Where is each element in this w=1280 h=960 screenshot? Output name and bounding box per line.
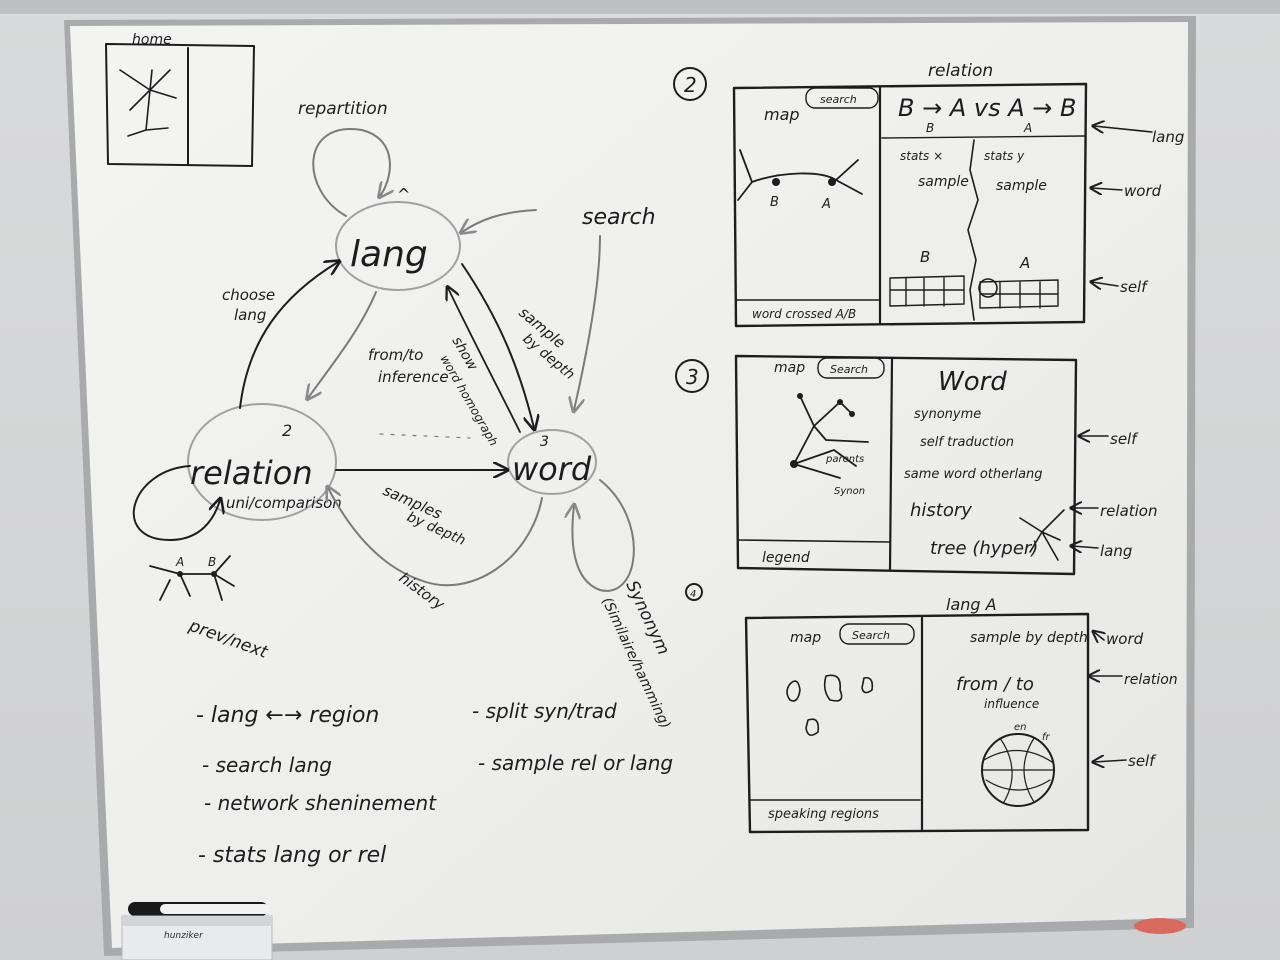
panel2-map: map <box>764 105 800 124</box>
panel3-line-2: same word otherlang <box>904 467 1043 482</box>
panel2-footer: word crossed A/B <box>752 307 856 321</box>
eraser-brand: hunziker <box>164 931 204 941</box>
lang-number: ^ <box>397 185 410 204</box>
panel2-node-A: A <box>821 197 831 212</box>
note-left-2: - network sheninement <box>204 791 437 815</box>
panel2-search: search <box>820 93 857 106</box>
panel3-title: Word <box>938 367 1007 397</box>
edge-from-to-2: inference <box>378 368 449 386</box>
panel2-stats-left: stats × <box>900 149 943 163</box>
note-right-0: - split syn/trad <box>472 699 617 723</box>
panel2-number: 2 <box>684 73 697 97</box>
panel2-header: B → A vs A → B <box>898 94 1076 122</box>
panel4-map: map <box>790 630 821 646</box>
panel-word: 3 map Search parents Synon legend Word s… <box>675 354 1158 576</box>
panel4-sample: sample by depth <box>970 630 1088 646</box>
whiteboard <box>70 22 1188 948</box>
marker-tray: hunziker <box>121 902 1186 960</box>
relation-bubble <box>187 403 337 521</box>
panel4-search: Search <box>852 629 890 642</box>
panel3-line-0: synonyme <box>914 407 981 422</box>
note-right-1: - sample rel or lang <box>478 751 673 775</box>
panel3-line-3: history <box>910 500 972 521</box>
panel4-side-annotations: word relation self <box>1090 630 1178 770</box>
panel-relation: 2 relation map search B A word crossed A… <box>673 61 1184 328</box>
edge-search: search <box>582 205 656 230</box>
panel3-side-lang: lang <box>1100 542 1132 560</box>
panel2-sample-right: sample <box>996 178 1047 194</box>
panel3-number: 3 <box>686 365 699 389</box>
panel3-parents: parents <box>825 454 864 465</box>
panel4-fromto-2: influence <box>984 697 1039 711</box>
notes-left: - lang ←→ region - search lang - network… <box>196 703 437 868</box>
panel2-side-lang: lang <box>1152 128 1184 146</box>
magnet-red <box>1134 918 1186 934</box>
lang-bubble <box>335 201 461 291</box>
panel2-title: relation <box>928 61 993 81</box>
panel2-B-small: B <box>926 121 934 135</box>
relation-state: relation <box>190 454 313 492</box>
panel-lang: lang A map Search speaking regions sampl… <box>744 595 1178 834</box>
panel3-footer: legend <box>762 550 810 566</box>
panel2-A-bottom: A <box>1019 254 1030 272</box>
prev-next-A: A <box>175 555 184 569</box>
panel2-sample-left: sample <box>918 174 969 190</box>
edge-from-to-1: from/to <box>368 346 423 364</box>
note-left-1: - search lang <box>202 753 332 777</box>
panel4-side-word: word <box>1106 630 1144 648</box>
word-number: 3 <box>540 434 549 450</box>
note-left-0: - lang ←→ region <box>196 703 379 728</box>
panel3-side-self: self <box>1110 430 1139 448</box>
panel3-search: Search <box>830 363 868 376</box>
edge-number-four: 4 <box>690 589 696 600</box>
lang-state: lang <box>350 234 428 275</box>
panel4-title: lang A <box>946 595 997 614</box>
panel4-footer: speaking regions <box>768 807 879 822</box>
panel2-B-bottom: B <box>920 248 930 266</box>
panel2-stats-right: stats y <box>984 149 1025 163</box>
panel2-side-word: word <box>1124 182 1162 200</box>
panel4-en: en <box>1014 722 1027 733</box>
panel3-side-relation: relation <box>1100 502 1158 520</box>
panel2-side-self: self <box>1120 278 1149 296</box>
panel3-line-1: self traduction <box>920 435 1014 450</box>
panel3-side-annotations: self relation lang <box>1072 430 1158 560</box>
panel3-synon: Synon <box>834 486 865 497</box>
panel3-line-4: tree (hyper) <box>930 538 1038 559</box>
panel2-A-small: A <box>1023 121 1032 135</box>
edge-choose-lang-2: lang <box>234 306 266 324</box>
notes-right: - split syn/trad - sample rel or lang <box>472 699 673 775</box>
panel3-map: map <box>774 360 805 376</box>
panel4-fr: fr <box>1042 732 1051 743</box>
edge-choose-lang-1: choose <box>222 286 275 304</box>
home-thumbnail: home <box>105 32 255 167</box>
word-state: word <box>512 450 592 488</box>
relation-subtitle: uni/comparison <box>226 494 342 512</box>
top-rail <box>0 0 1280 14</box>
edge-repartition: repartition <box>298 99 388 119</box>
panel2-node-B: B <box>770 195 779 210</box>
panel4-side-relation: relation <box>1124 672 1178 688</box>
panel4-side-self: self <box>1128 752 1157 770</box>
note-left-3: - stats lang or rel <box>198 843 386 868</box>
panel4-fromto-1: from / to <box>956 674 1034 695</box>
relation-number: 2 <box>282 421 292 440</box>
panel2-side-annotations: lang word self <box>1092 126 1184 296</box>
prev-next-B: B <box>208 555 216 569</box>
